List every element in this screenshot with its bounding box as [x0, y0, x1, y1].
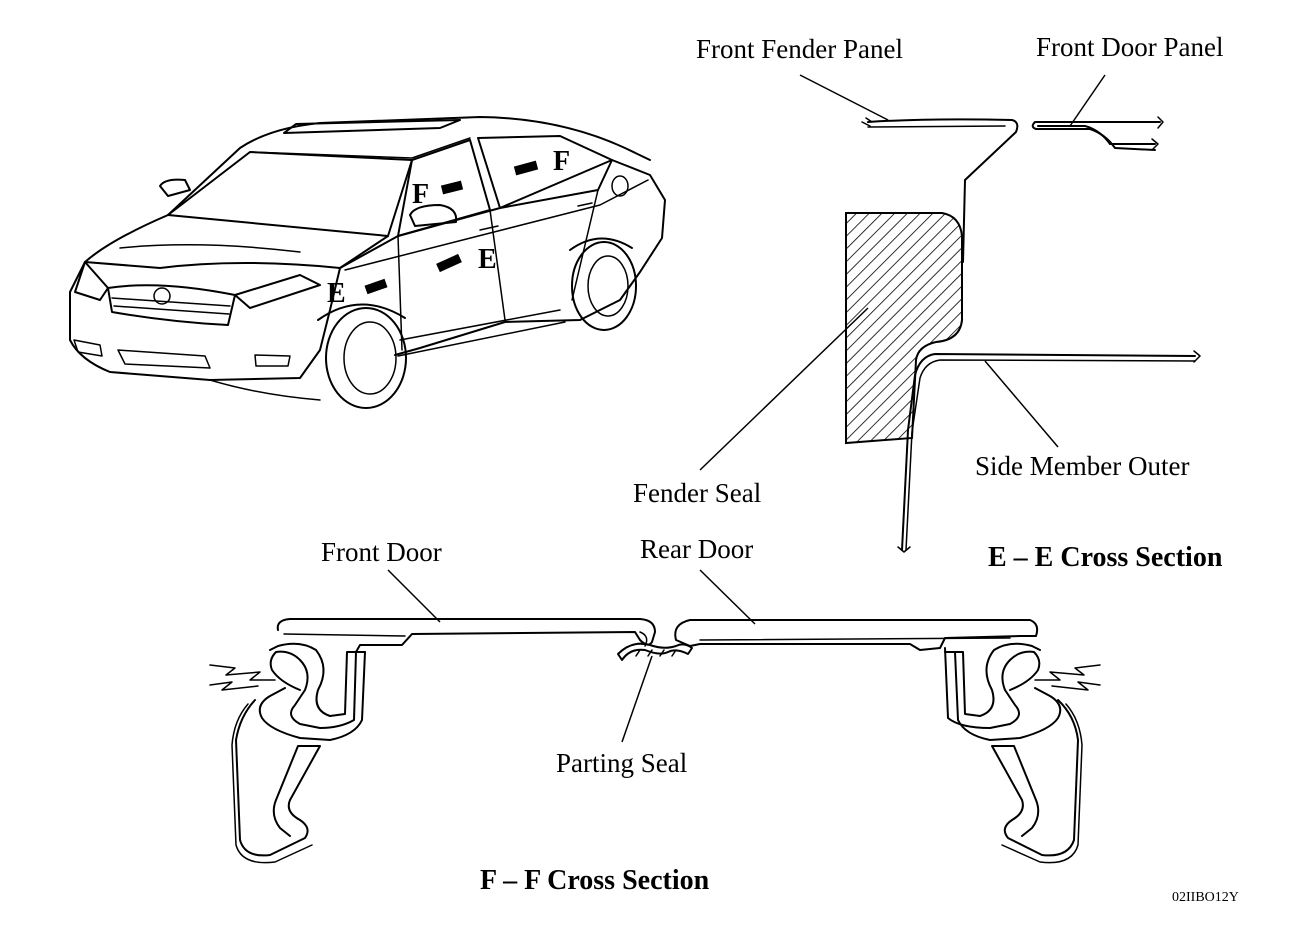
front-door-shape [276, 618, 656, 653]
front-fender-panel-label: Front Fender Panel [696, 34, 903, 64]
f-marker-left: F [412, 179, 429, 210]
car-door-seam-front [397, 235, 403, 351]
front-door-panel-shape [1031, 121, 1156, 151]
car-lower-grille [117, 349, 211, 369]
front-door-label: Front Door [321, 537, 442, 567]
parting-seal-shape [617, 642, 693, 661]
fender-seal-shape [845, 212, 963, 445]
rear-door-leader [699, 569, 756, 625]
parting-seal-leader [621, 655, 653, 743]
figure-code: 02IIBO12Y [1172, 890, 1239, 905]
car-front-body [69, 261, 341, 381]
front-fender-panel-shape [867, 118, 1019, 263]
car-roofline [167, 116, 651, 216]
f-cut-mark-right [513, 160, 539, 176]
f-marker-right: F [553, 146, 570, 177]
car-beltline [344, 179, 649, 271]
f-f-cross-section: Front Door Rear Door Parting Seal F – F … [209, 534, 1101, 896]
car-door-seam-rear [571, 189, 599, 301]
front-door-leader [387, 569, 441, 623]
rear-door-label: Rear Door [640, 534, 753, 564]
front-door-panel-label: Front Door Panel [1036, 32, 1223, 62]
car-hood [84, 214, 389, 269]
parting-seal-label: Parting Seal [556, 748, 687, 778]
side-member-outer-leader [984, 360, 1059, 448]
car-rear-side-window [477, 135, 613, 209]
front-door-panel-leader [1069, 74, 1106, 127]
e-e-cross-section: Front Fender Panel Front Door Panel Fend… [633, 32, 1223, 573]
car-headlight-left [74, 261, 109, 301]
side-member-outer-shape [901, 353, 1196, 551]
fender-seal-label: Fender Seal [633, 478, 761, 508]
car-side-body [339, 159, 666, 356]
car-rear-wheel [569, 237, 637, 331]
front-fender-panel-leader [799, 74, 889, 121]
car-door-seam-middle [489, 209, 506, 321]
f-cut-mark-left [440, 180, 464, 195]
left-pillar-outer [235, 699, 321, 857]
fender-seal-leader [699, 307, 869, 471]
car-rocker [397, 309, 566, 357]
car-front-wheel [317, 303, 407, 409]
rear-door-shape [674, 619, 1039, 651]
right-pillar-outer [991, 699, 1079, 857]
e-cut-mark-right [436, 253, 462, 273]
e-marker-left: E [327, 278, 346, 309]
right-pillar-shape [944, 647, 1041, 729]
car-grille [107, 284, 236, 326]
e-marker-right: E [478, 244, 497, 275]
car-sunroof [283, 119, 461, 134]
car-headlight-right [234, 274, 321, 309]
car-windshield [167, 151, 413, 237]
f-f-cross-section-title: F – F Cross Section [480, 865, 710, 896]
e-cut-mark-left [364, 278, 388, 295]
e-e-cross-section-title: E – E Cross Section [988, 542, 1223, 573]
car-emblem [153, 287, 171, 305]
car-illustration: F F E E [69, 116, 666, 409]
side-member-outer-label: Side Member Outer [975, 451, 1189, 481]
left-pillar-shape [269, 650, 357, 729]
